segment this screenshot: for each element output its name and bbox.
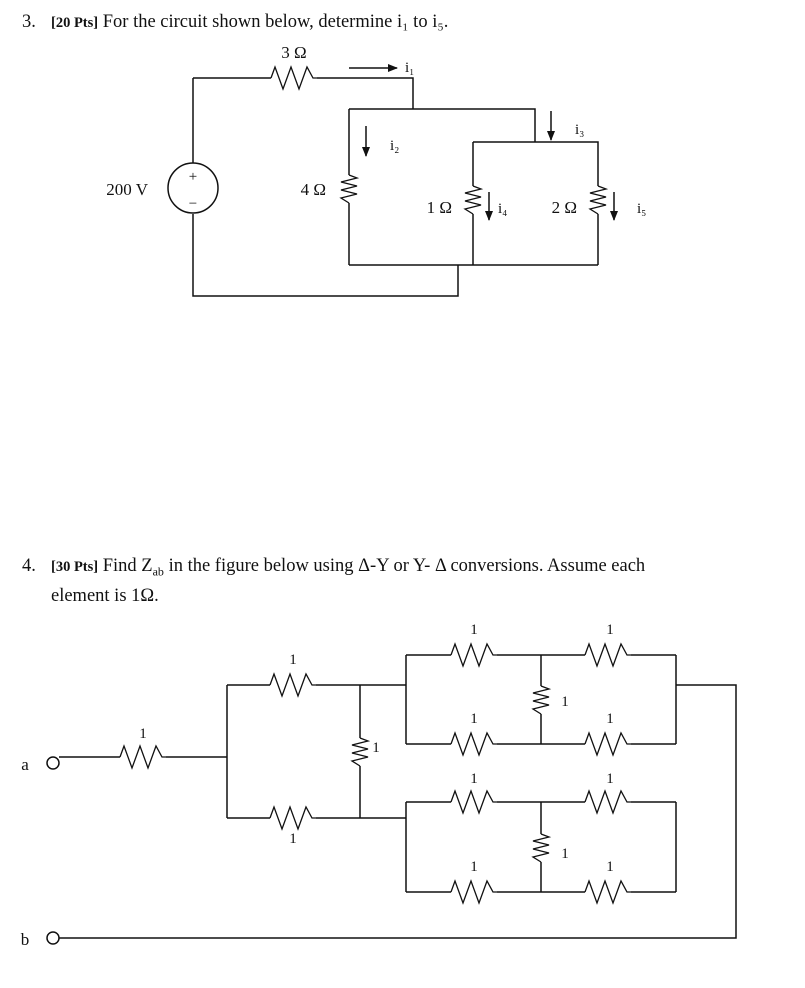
source-label: 200 V (106, 180, 148, 199)
problem-4: 4. [30 Pts] Find Zab in the figure below … (22, 554, 645, 608)
problem-4-text-pre: Find Z (102, 556, 153, 576)
label-shunt: 1 (372, 740, 380, 756)
problem-4-text-line2: element is 1Ω. (51, 585, 159, 606)
resistor-3ohm (270, 65, 317, 91)
wire-main-node (349, 108, 536, 142)
r2-label: 2 Ω (552, 198, 577, 217)
wire-right-bus (59, 655, 737, 939)
i4-label: i₄ (498, 201, 507, 217)
terminal-b-label: b (21, 930, 30, 949)
problem-4-points: [30 Pts] (51, 559, 99, 575)
wire-source-to-bottom (192, 214, 459, 297)
label-lower-bottom-right: 1 (606, 859, 614, 875)
source-minus-sign: − (189, 196, 197, 212)
label-upper-top-right: 1 (606, 622, 614, 638)
resistor-upper-top-left (450, 642, 497, 668)
problem-3: 3. [20 Pts] For the circuit shown below, … (22, 10, 448, 35)
label-lower-top-right: 1 (606, 771, 614, 787)
problem-4-text-post: in the figure below using Δ-Y or Y- Δ co… (163, 556, 646, 576)
problem-3-text: For the circuit shown below, determine i… (102, 12, 449, 32)
label-a-series: 1 (139, 726, 147, 742)
i5-label: i₅ (637, 201, 646, 217)
resistor-upper-bottom-left (450, 731, 497, 757)
label-upper-top-left: 1 (470, 622, 478, 638)
terminal-a (46, 756, 60, 770)
label-upper-bottom-right: 1 (606, 711, 614, 727)
i1-label: i₁ (405, 60, 414, 76)
problem-3-points: [20 Pts] (51, 15, 99, 31)
resistor-upper-bottom-right (584, 731, 631, 757)
resistor-shunt (350, 737, 371, 767)
terminal-b (46, 931, 60, 945)
r1-label: 1 Ω (427, 198, 452, 217)
resistor-upper-top-right (584, 642, 631, 668)
label-left-top: 1 (289, 652, 297, 668)
resistor-lower-top-right (584, 789, 631, 815)
circuit-problem-3: + − 200 V 3 Ω 4 Ω 1 Ω 2 Ω i₁ i₂ i₃ i₄ i₅ (106, 43, 646, 297)
r3-label: 3 Ω (281, 43, 306, 62)
label-lower-top-left: 1 (470, 771, 478, 787)
label-lower-bottom-left: 1 (470, 859, 478, 875)
resistor-lower-bottom-right (584, 879, 631, 905)
resistor-4ohm (339, 174, 360, 204)
resistor-left-bottom (269, 805, 316, 831)
voltage-source (167, 162, 219, 214)
label-upper-bottom-left: 1 (470, 711, 478, 727)
label-lower-middle: 1 (561, 846, 569, 862)
resistor-left-top (269, 672, 316, 698)
resistor-upper-middle (531, 685, 552, 715)
resistor-2ohm (588, 185, 609, 215)
resistor-a-series (119, 744, 166, 770)
wire-right-node (473, 141, 599, 265)
resistor-lower-bottom-left (450, 879, 497, 905)
label-left-bottom: 1 (289, 831, 297, 847)
resistor-1ohm (463, 185, 484, 215)
resistor-lower-top-left (450, 789, 497, 815)
circuit-problem-4: a b 1 1 1 1 1 1 1 1 1 (21, 622, 737, 949)
terminal-a-label: a (21, 755, 29, 774)
problem-3-number: 3. (22, 12, 36, 32)
resistor-lower-middle (531, 833, 552, 863)
i3-label: i₃ (575, 122, 584, 138)
problem-4-number: 4. (22, 556, 36, 576)
source-plus-sign: + (189, 169, 197, 185)
r4-label: 4 Ω (301, 180, 326, 199)
label-upper-middle: 1 (561, 694, 569, 710)
problem-4-text-sub: ab (152, 564, 164, 579)
wire-top-left (193, 77, 414, 109)
i2-label: i₂ (390, 138, 399, 154)
